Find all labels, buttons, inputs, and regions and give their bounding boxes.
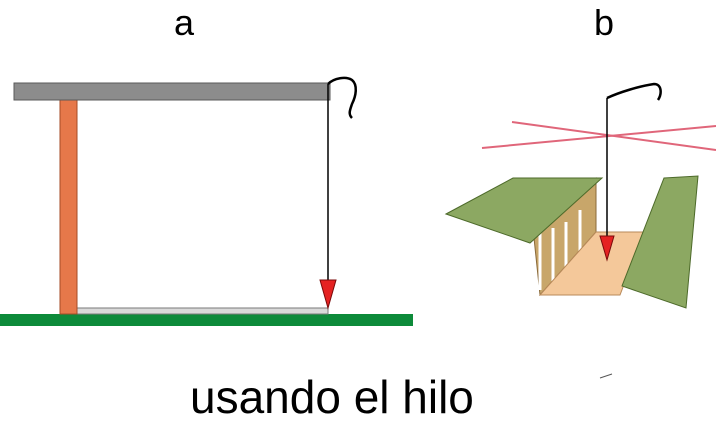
top-bar <box>13 82 331 101</box>
panel-a <box>0 76 413 326</box>
down-arrow-icon <box>319 279 337 310</box>
cross-line-2 <box>481 125 716 149</box>
panel-a-label: a <box>174 2 195 43</box>
vertical-post <box>59 99 78 315</box>
ground-bar <box>0 314 413 326</box>
caption: usando el hilo <box>190 371 474 423</box>
thread-hook-b <box>606 82 662 101</box>
stray-mark <box>599 373 613 379</box>
floor-strip <box>75 307 329 315</box>
panel-b-label: b <box>594 2 615 43</box>
thread-hook <box>327 76 357 119</box>
left-green-flap <box>444 177 604 244</box>
right-green-flap <box>621 175 699 309</box>
peach-floor <box>538 231 645 296</box>
panel-b <box>444 82 716 379</box>
down-arrow-icon-b <box>599 235 615 262</box>
